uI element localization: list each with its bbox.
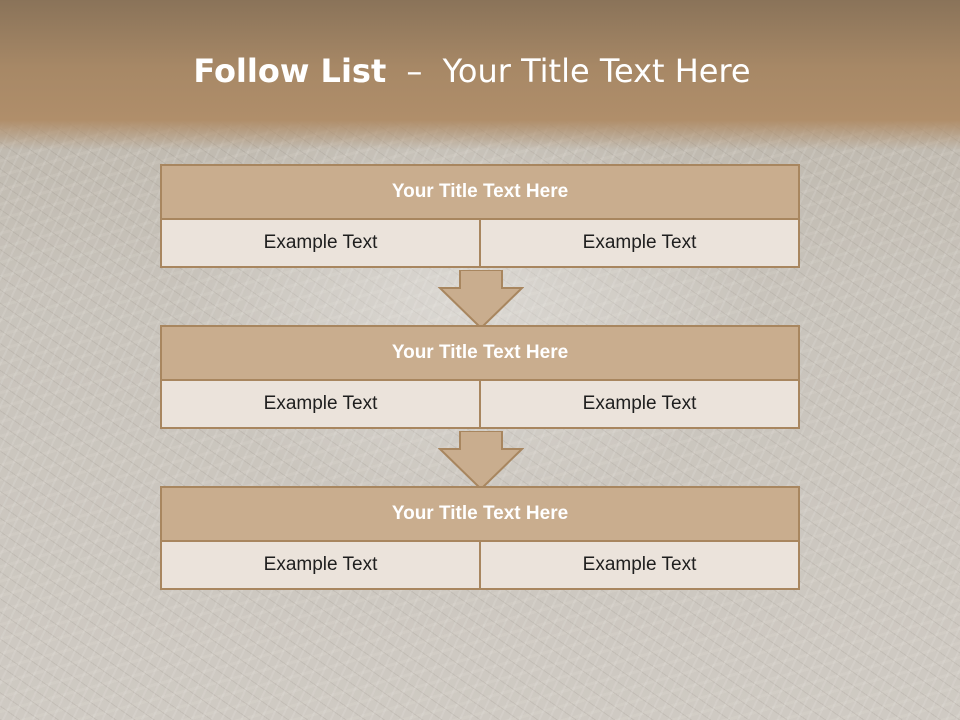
slide-title-bold: Follow List <box>193 52 387 90</box>
header-band <box>0 0 960 150</box>
list-block-3: Your Title Text Here Example Text Exampl… <box>160 486 800 590</box>
down-arrow-icon <box>438 270 524 330</box>
list-block-2: Your Title Text Here Example Text Exampl… <box>160 325 800 429</box>
block-title: Your Title Text Here <box>160 486 800 542</box>
list-block-1: Your Title Text Here Example Text Exampl… <box>160 164 800 268</box>
block-cell-right: Example Text <box>479 379 800 429</box>
slide-title: Follow List – Your Title Text Here <box>0 52 944 90</box>
down-arrow-icon <box>438 431 524 491</box>
block-row: Example Text Example Text <box>160 540 800 590</box>
block-row: Example Text Example Text <box>160 379 800 429</box>
slide-title-separator: – <box>406 52 423 90</box>
slide-title-rest: Your Title Text Here <box>442 52 751 90</box>
block-cell-right: Example Text <box>479 218 800 268</box>
block-cell-left: Example Text <box>160 218 481 268</box>
block-cell-left: Example Text <box>160 379 481 429</box>
block-title: Your Title Text Here <box>160 325 800 381</box>
block-cell-right: Example Text <box>479 540 800 590</box>
block-cell-left: Example Text <box>160 540 481 590</box>
block-title: Your Title Text Here <box>160 164 800 220</box>
block-row: Example Text Example Text <box>160 218 800 268</box>
